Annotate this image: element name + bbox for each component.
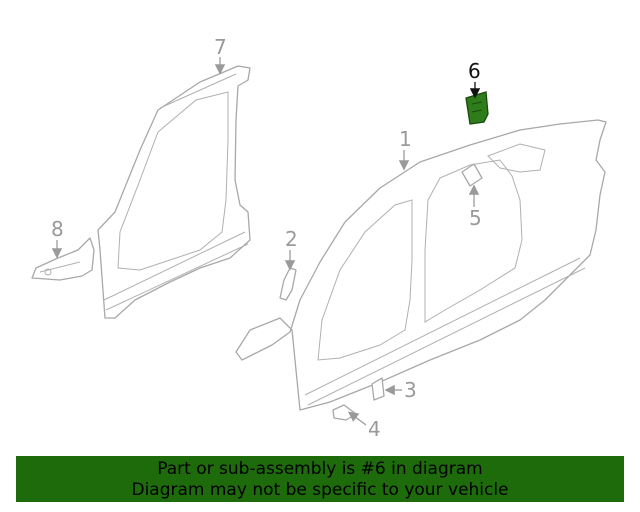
callout-7: 7 bbox=[214, 35, 227, 59]
part-7-inner-panel bbox=[97, 65, 251, 319]
callout-5: 5 bbox=[469, 206, 482, 230]
callout-4: 4 bbox=[368, 417, 381, 441]
info-banner: Part or sub-assembly is #6 in diagram Di… bbox=[16, 456, 624, 502]
callout-8: 8 bbox=[51, 217, 64, 241]
part-5-gusset bbox=[461, 163, 483, 187]
part-8-bracket bbox=[31, 237, 95, 281]
part-1-outer-side-panel bbox=[235, 119, 607, 411]
banner-line-1: Part or sub-assembly is #6 in diagram bbox=[157, 459, 483, 479]
leader-4 bbox=[347, 411, 367, 426]
part-4-bracket bbox=[332, 404, 357, 421]
parts-diagram: 1 2 3 4 5 6 7 8 bbox=[31, 35, 607, 441]
part-6-reinforcement bbox=[465, 91, 489, 125]
callout-3: 3 bbox=[404, 378, 417, 402]
banner-line-2: Diagram may not be specific to your vehi… bbox=[131, 480, 509, 500]
callout-1: 1 bbox=[399, 127, 412, 151]
part-2-clip bbox=[279, 267, 297, 301]
part-3-block bbox=[371, 377, 385, 401]
callout-2: 2 bbox=[285, 227, 298, 251]
callout-6: 6 bbox=[468, 59, 481, 83]
